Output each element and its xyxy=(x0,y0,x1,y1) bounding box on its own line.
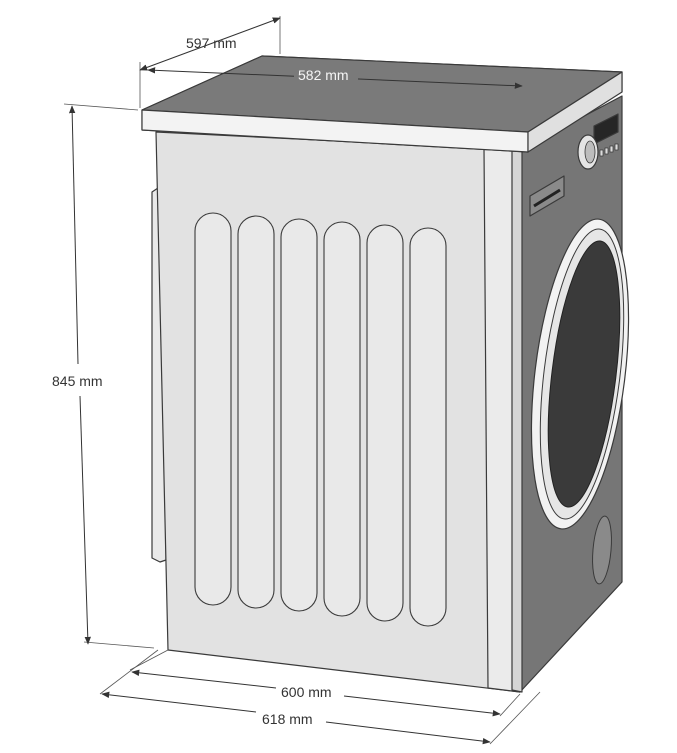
door-glass xyxy=(547,240,621,508)
dimension-line xyxy=(139,17,281,71)
extension-line xyxy=(489,691,541,745)
side-rib xyxy=(366,224,404,622)
extension-line xyxy=(499,693,521,717)
dimension-label-width-outer: 618 mm xyxy=(262,711,313,727)
side-rib xyxy=(323,221,361,617)
front-edge-strip xyxy=(511,149,523,693)
filter-hatch xyxy=(592,515,612,585)
control-button xyxy=(614,143,619,151)
dimension-height: 845 mm xyxy=(52,103,155,649)
control-button xyxy=(604,147,609,155)
extension-line xyxy=(99,649,159,695)
extension-line xyxy=(63,103,139,111)
extension-line xyxy=(83,641,155,649)
dimension-line-left xyxy=(131,669,277,689)
dimension-width-outer: 618 mm xyxy=(99,649,541,745)
dimension-line-right xyxy=(343,695,501,717)
dimension-label-depth-outer: 597 mm xyxy=(186,35,237,51)
side-rib xyxy=(194,212,232,606)
side-ribs xyxy=(194,212,447,627)
dimension-line-lower xyxy=(79,395,91,645)
program-dial-center xyxy=(584,140,596,164)
dimension-label-width-inner: 600 mm xyxy=(281,684,332,700)
control-button xyxy=(599,149,604,157)
side-rib xyxy=(237,215,275,609)
dimension-line-right xyxy=(325,721,491,745)
drawer-handle xyxy=(533,188,561,208)
door xyxy=(530,218,630,530)
top-worktop-side-lip xyxy=(527,71,623,153)
dimension-depth-outer: 597 mm xyxy=(139,16,281,108)
dimension-label-height: 845 mm xyxy=(52,373,103,389)
dimension-line-left xyxy=(101,691,257,713)
side-rib xyxy=(280,218,318,612)
dimension-depth-inner: 582 mm xyxy=(147,66,523,89)
washing-machine xyxy=(141,55,630,693)
detergent-drawer xyxy=(529,175,565,217)
label-mask xyxy=(294,66,358,84)
side-rib xyxy=(409,227,447,627)
dimension-label-depth-inner: 582 mm xyxy=(298,67,349,83)
control-buttons xyxy=(599,143,619,157)
control-button xyxy=(609,145,614,153)
dimension-line-upper xyxy=(68,105,79,365)
control-panel xyxy=(529,113,619,217)
